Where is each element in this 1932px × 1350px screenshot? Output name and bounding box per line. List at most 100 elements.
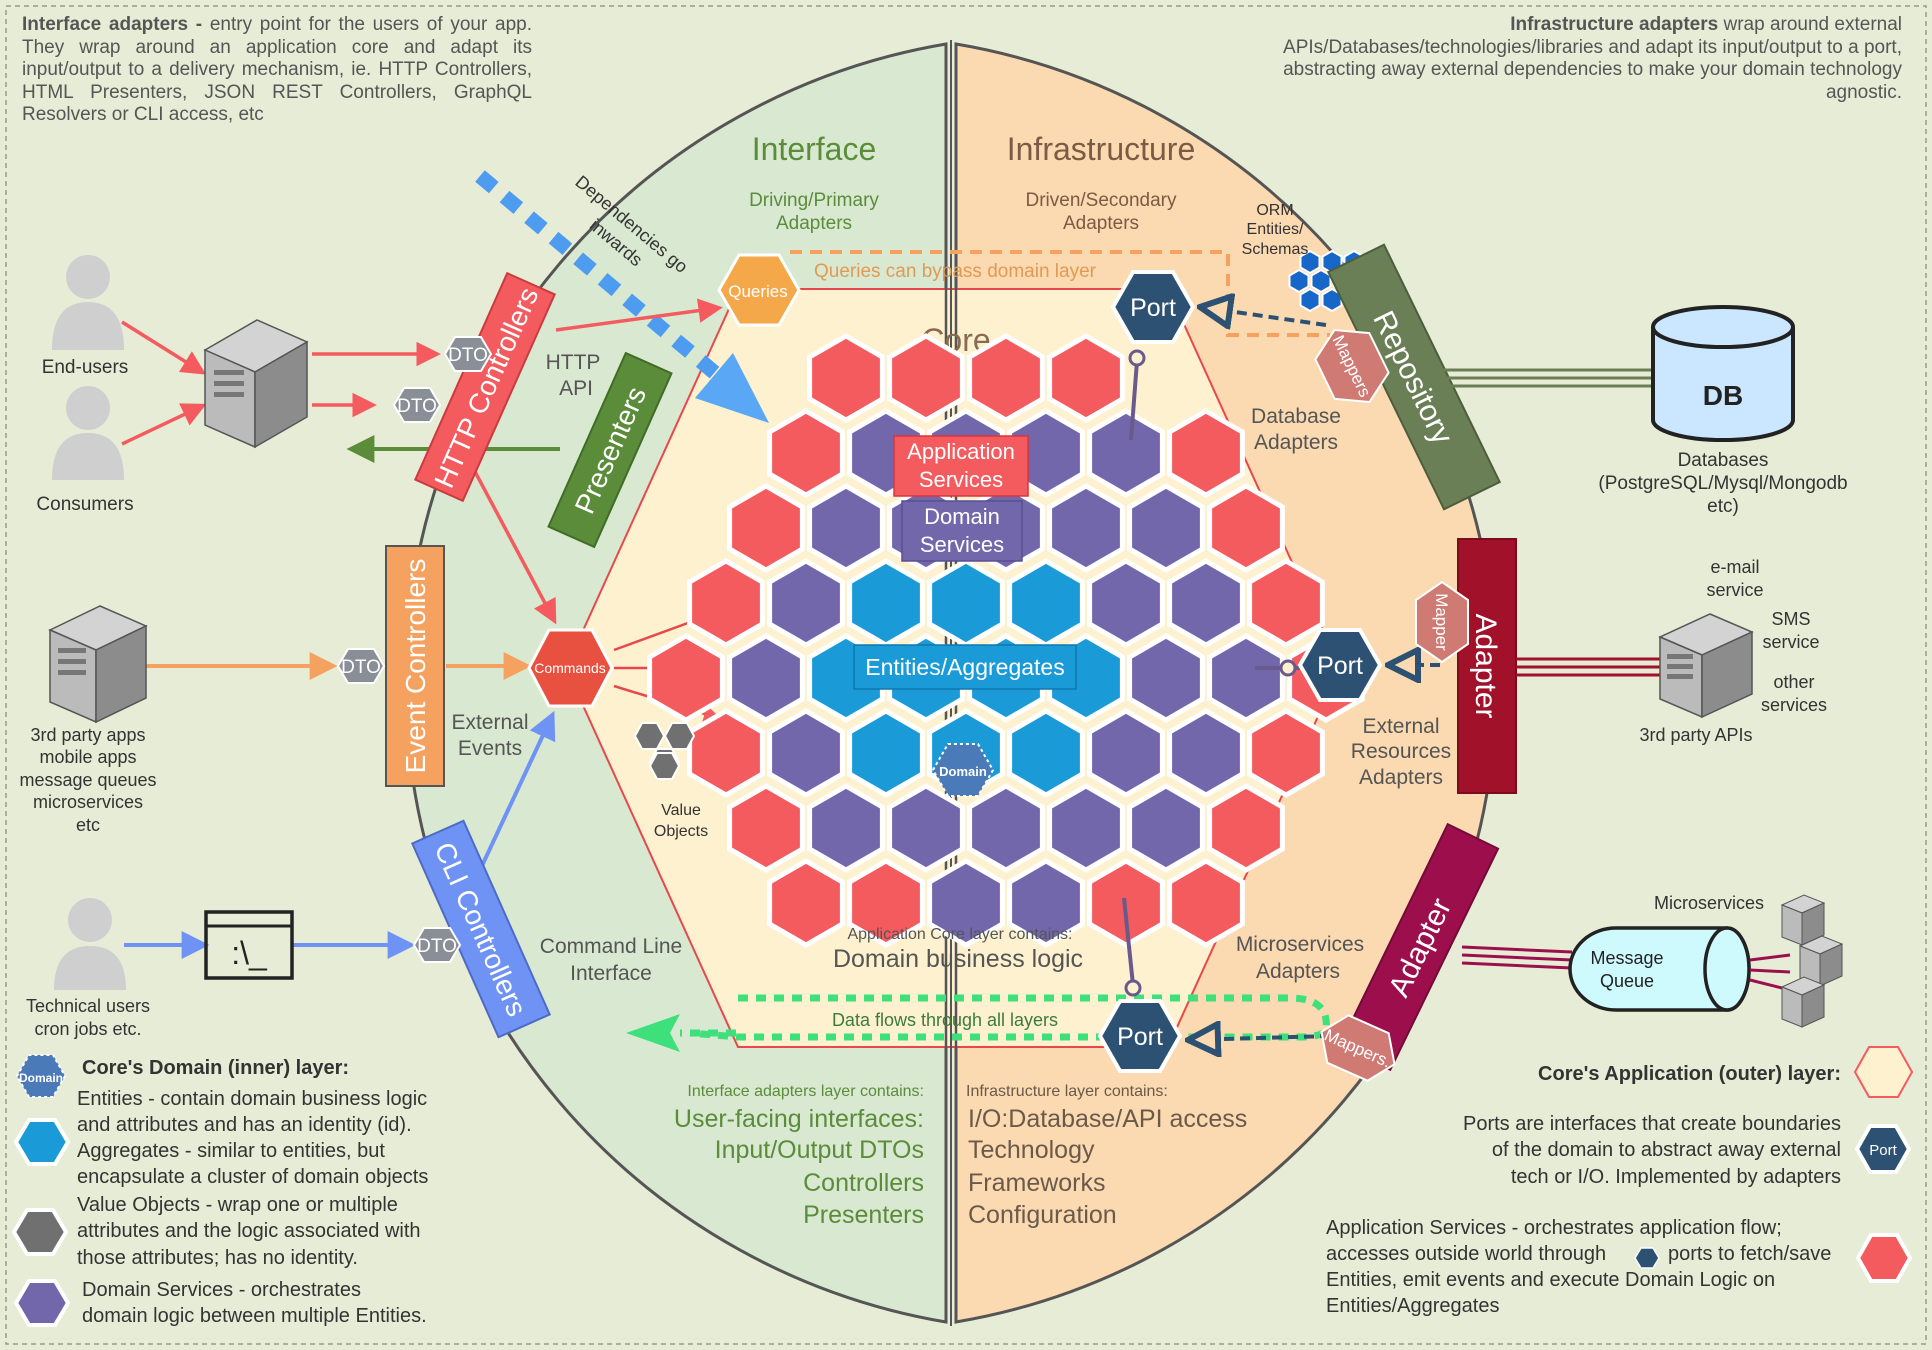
port-label-middle: Port bbox=[1317, 652, 1363, 680]
core-hex-cell bbox=[1087, 408, 1165, 498]
mappers-hex-external: Mapper bbox=[1415, 580, 1469, 664]
core-hex-cell bbox=[887, 783, 965, 873]
application-services-box bbox=[893, 435, 1029, 497]
infrastructure-adapters-note-body: wrap around external APIs/Databases/tech… bbox=[1283, 14, 1902, 103]
legend-right-title: Core's Application (outer) layer: bbox=[1538, 1063, 1841, 1085]
port-hex-top bbox=[1110, 270, 1196, 344]
infrastructure-subtitle-1: Driven/Secondary bbox=[1025, 190, 1177, 211]
queries-hex bbox=[717, 253, 801, 327]
legend-value-objects-icon bbox=[11, 1208, 69, 1256]
data-flows-label: Data flows through all layers bbox=[832, 1010, 1058, 1030]
consumers-label: Consumers bbox=[36, 494, 133, 515]
domain-services-box bbox=[901, 500, 1023, 562]
orm-label-2: Entities/ bbox=[1247, 221, 1304, 238]
infra-layer-contains-label: Infrastructure layer contains: bbox=[966, 1083, 1168, 1100]
microservice-server-icon bbox=[1780, 894, 1826, 946]
core-hex-cell bbox=[887, 333, 965, 423]
service-label-email-1: e-mail bbox=[1710, 557, 1759, 577]
database-icon bbox=[1651, 305, 1795, 442]
consumers-icon bbox=[52, 386, 124, 480]
database-adapters-label-1: Database bbox=[1251, 405, 1341, 428]
infra-layer-item-4: Configuration bbox=[968, 1201, 1117, 1229]
dto-label-1: DTO bbox=[448, 345, 488, 366]
dto-hex-http-2: DTO bbox=[392, 387, 442, 423]
port-label-top: Port bbox=[1130, 294, 1176, 322]
legend-left-title: Core's Domain (inner) layer: bbox=[82, 1057, 349, 1079]
domain-services-label-2: Services bbox=[920, 532, 1004, 557]
legend-ports-line-3: tech or I/O. Implemented by adapters bbox=[1511, 1166, 1841, 1188]
core-hex-cell bbox=[687, 558, 765, 648]
infra-layer-item-3: Frameworks bbox=[968, 1169, 1106, 1197]
legend-port-icon bbox=[1854, 1124, 1912, 1174]
message-queue-label-2: Queue bbox=[1600, 971, 1654, 991]
core-hex-cell bbox=[1167, 408, 1245, 498]
core-hex-cell bbox=[967, 783, 1045, 873]
end-users-label: End-users bbox=[42, 357, 129, 378]
core-hex-cell bbox=[727, 783, 805, 873]
core-hex-cell bbox=[1127, 783, 1205, 873]
microservices-server-icons bbox=[1780, 894, 1844, 1028]
technical-user-icon bbox=[54, 898, 126, 990]
external-resources-label-1: External bbox=[1362, 715, 1439, 738]
dependencies-arrow-head bbox=[695, 353, 769, 423]
core-hex-cell bbox=[687, 708, 765, 798]
service-label-other-1: other bbox=[1773, 672, 1814, 692]
core-hex-cell bbox=[847, 558, 925, 648]
core-hex-cell bbox=[727, 483, 805, 573]
third-party-label-4: microservices bbox=[33, 792, 143, 812]
legend-app-line-1: Application Services - orchestrates appl… bbox=[1326, 1217, 1782, 1239]
core-hex-cell bbox=[767, 708, 845, 798]
dto-hex-cli: DTO bbox=[412, 927, 462, 963]
core-hex-cell bbox=[847, 858, 925, 948]
service-label-sms-2: service bbox=[1762, 632, 1819, 652]
queries-label: Queries bbox=[728, 282, 788, 301]
core-hex-cell bbox=[767, 558, 845, 648]
core-hex-cell bbox=[1207, 483, 1285, 573]
message-queue-label-1: Message bbox=[1590, 948, 1663, 968]
infra-layer-item-1: I/O:Database/API access bbox=[968, 1105, 1247, 1133]
core-hex-cell bbox=[847, 708, 925, 798]
core-hex-cell bbox=[647, 633, 725, 723]
core-hex-cell bbox=[1087, 558, 1165, 648]
core-hex-cell bbox=[1127, 633, 1205, 723]
microservices-label: Microservices bbox=[1654, 893, 1764, 913]
legend-left-line-8: Domain Services - orchestrates bbox=[82, 1279, 361, 1301]
adapter-bar-external[interactable]: Adapter bbox=[1457, 538, 1517, 794]
mappers-hex-microservices: Mappers. bbox=[1320, 1014, 1396, 1082]
third-party-server-icon bbox=[48, 605, 148, 724]
orm-hex bbox=[1310, 268, 1332, 294]
core-hex-cell bbox=[807, 483, 885, 573]
command-line-label-1: Command Line bbox=[540, 935, 682, 958]
infrastructure-subtitle-2: Adapters bbox=[1063, 213, 1139, 234]
legend-entities-icon bbox=[13, 1118, 71, 1166]
technical-users-label-1: Technical users bbox=[26, 996, 150, 1016]
interface-layer-item-2: Input/Output DTOs bbox=[715, 1136, 924, 1164]
domain-hex-label: Domain bbox=[939, 764, 987, 779]
legend-app-line-3: ports to fetch/save bbox=[1668, 1243, 1831, 1265]
infrastructure-title: Infrastructure bbox=[1007, 131, 1196, 167]
port-hex-bottom bbox=[1097, 999, 1183, 1073]
legend-left-line-4: encapsulate a cluster of domain objects bbox=[77, 1166, 428, 1188]
queries-bypass-label: Queries can bypass domain layer bbox=[814, 261, 1097, 282]
legend-inline-port-icon bbox=[1634, 1247, 1660, 1269]
orm-label-1: ORM bbox=[1256, 202, 1293, 219]
core-hex-cell bbox=[1047, 483, 1125, 573]
third-party-label-1: 3rd party apps bbox=[30, 725, 145, 745]
microservice-server-icon bbox=[1780, 976, 1826, 1028]
dto-label-3: DTO bbox=[341, 657, 381, 678]
legend-app-line-5: Entities/Aggregates bbox=[1326, 1295, 1499, 1317]
data-flows-arrow-head bbox=[626, 1014, 680, 1052]
interface-layer-item-4: Presenters bbox=[803, 1201, 924, 1229]
entities-aggregates-label: Entities/Aggregates bbox=[865, 654, 1064, 680]
domain-hex bbox=[931, 743, 995, 797]
legend-domain-icon bbox=[15, 1054, 67, 1098]
interface-subtitle-1: Driving/Primary bbox=[749, 190, 879, 211]
core-hex-cell bbox=[1047, 333, 1125, 423]
terminal-symbol: :\_ bbox=[231, 935, 268, 971]
legend-domain-services-icon bbox=[13, 1279, 71, 1327]
event-controllers-bar[interactable]: Event Controllers bbox=[385, 545, 445, 787]
queries-bypass-line bbox=[790, 250, 1330, 337]
external-events-label-2: Events bbox=[458, 737, 522, 760]
core-hex-cell bbox=[1047, 783, 1125, 873]
core-hex-cell bbox=[1087, 708, 1165, 798]
